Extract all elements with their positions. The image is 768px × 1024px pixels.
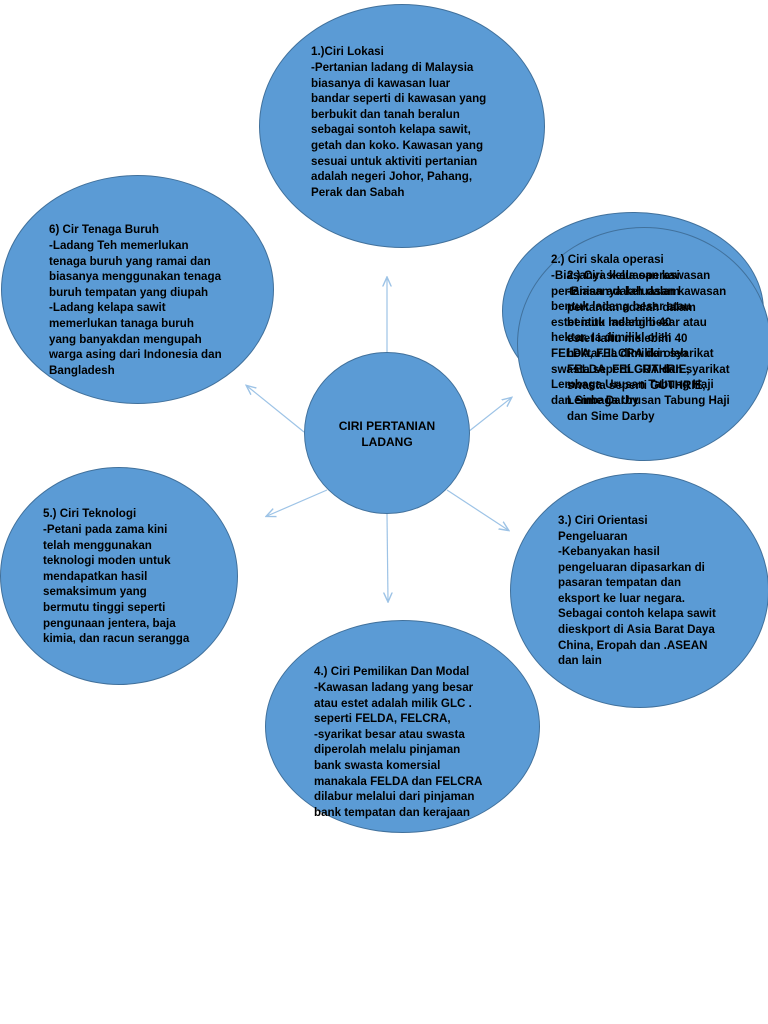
- arrow-to-skala-operasi: [467, 398, 511, 433]
- arrow-to-pemilikan: [387, 513, 388, 601]
- node-skala-operasi-duplicate-body: -Biasanya keluasan kawasan pertanian ada…: [567, 285, 730, 423]
- node-orientasi-heading: 3.) Ciri Orientasi Pengeluaran: [558, 514, 648, 543]
- node-tenaga-buruh-body: -Ladang Teh memerlukan tenaga buruh yang…: [49, 239, 222, 377]
- node-orientasi: [510, 473, 768, 708]
- arrow-to-teknologi: [267, 489, 328, 516]
- node-teknologi: [0, 467, 238, 685]
- arrow-to-orientasi: [446, 489, 508, 530]
- node-skala-operasi-heading: 2.) Ciri skala operasi: [551, 253, 664, 266]
- node-teknologi-heading: 5.) Ciri Teknologi: [43, 507, 137, 520]
- center-title: CIRI PERTANIAN LADANG: [338, 419, 436, 449]
- node-skala-operasi-duplicate: [517, 227, 768, 461]
- node-lokasi: [259, 4, 545, 248]
- node-orientasi-body: -Kebanyakan hasil pengeluaran dipasarkan…: [558, 545, 716, 668]
- node-pemilikan-body: -Kawasan ladang yang besar atau estet ad…: [314, 681, 483, 819]
- node-skala-operasi-body: -Biasanya keluasan kawasan pertanian ada…: [551, 269, 714, 407]
- arrow-to-tenaga-buruh: [247, 386, 305, 433]
- node-tenaga-buruh-heading: 6) Cir Tenaga Buruh: [49, 223, 159, 236]
- node-pemilikan-heading: 4.) Ciri Pemilikan Dan Modal: [314, 665, 470, 678]
- node-lokasi-heading: 1.)Ciri Lokasi: [311, 45, 384, 58]
- node-teknologi-body: -Petani pada zama kini telah menggunakan…: [43, 523, 190, 646]
- node-skala-operasi-duplicate-heading: 2.) Ciri skala operasi: [567, 269, 680, 282]
- node-pemilikan: [265, 620, 540, 833]
- center-node: [304, 352, 470, 514]
- node-tenaga-buruh: [1, 175, 274, 404]
- node-lokasi-body: -Pertanian ladang di Malaysia biasanya d…: [311, 61, 487, 199]
